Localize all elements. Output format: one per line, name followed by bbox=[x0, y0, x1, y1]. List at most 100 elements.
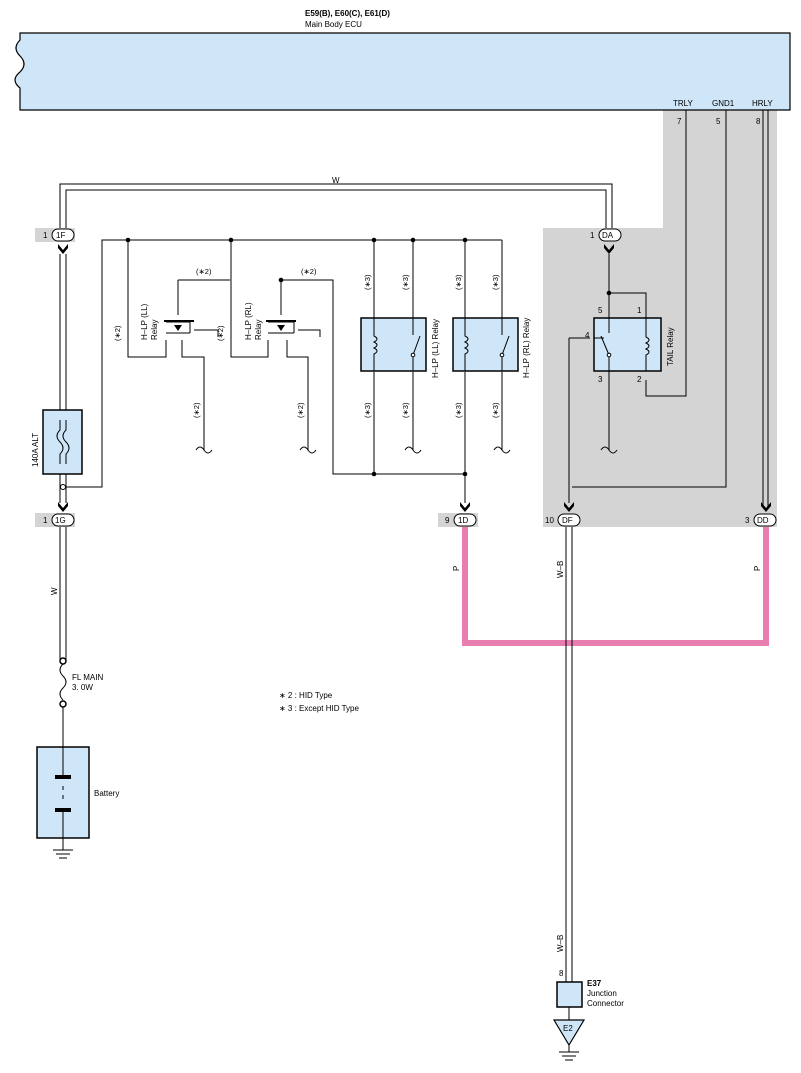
note-hlp-ll-c: (∗3) bbox=[363, 402, 372, 418]
wire-wb2-color: W–B bbox=[556, 935, 565, 952]
junction-label-1: Junction bbox=[587, 989, 617, 998]
connector-1f-pin: 1 bbox=[43, 231, 48, 240]
tail-pin-4: 4 bbox=[585, 331, 590, 340]
connector-df-pin: 10 bbox=[545, 516, 554, 525]
wire-top-w-a bbox=[59, 183, 613, 228]
hlp-rl-open-end bbox=[493, 446, 511, 454]
tail-relay-label: TAIL Relay bbox=[666, 327, 675, 366]
tail-relay-internal bbox=[594, 318, 650, 371]
ground-e2-label: E2 bbox=[563, 1024, 573, 1033]
note-hid-ll-top: (∗2) bbox=[196, 267, 212, 276]
connector-1g-pin: 1 bbox=[43, 516, 48, 525]
alt-fuse-label: 140A ALT bbox=[31, 433, 40, 467]
ecu-name-label: Main Body ECU bbox=[305, 20, 362, 29]
wire-pink bbox=[462, 527, 769, 646]
connector-1d-id: 1D bbox=[458, 516, 468, 525]
connector-1d-arrow bbox=[460, 502, 470, 512]
hid-ll-label-1: H–LP (LL) bbox=[140, 303, 149, 340]
hid-rl-node bbox=[278, 277, 284, 283]
hlp-ll-relay-box bbox=[360, 317, 427, 372]
junction-connector-box bbox=[556, 981, 583, 1008]
note-hlp-rl-a: (∗3) bbox=[454, 274, 463, 290]
connector-1g-arrow bbox=[58, 502, 68, 512]
wire-p2-color: P bbox=[753, 566, 762, 571]
tail-pin-1: 1 bbox=[637, 306, 642, 315]
legend-hid-type: ∗ 2 : HID Type bbox=[279, 691, 333, 700]
ecu-pin-trly-name: TRLY bbox=[673, 99, 694, 108]
wire-top-color: W bbox=[332, 176, 340, 185]
junction-pin: 8 bbox=[559, 969, 564, 978]
connector-1d-pin: 9 bbox=[445, 516, 450, 525]
note-hid-rl-top: (∗2) bbox=[301, 267, 317, 276]
alt-fuse-box bbox=[42, 409, 83, 475]
hlp-rl-relay-contact-node bbox=[499, 352, 505, 358]
tail-node bbox=[606, 290, 612, 296]
note-hlp-rl-d: (∗3) bbox=[491, 402, 500, 418]
note-hid-rl-below: (∗2) bbox=[296, 402, 305, 418]
connector-1f-arrow bbox=[58, 244, 68, 254]
hlp-ll-relay-contact-node bbox=[410, 352, 416, 358]
fl-main-element bbox=[59, 663, 67, 701]
wire-fuse-to-bus bbox=[66, 239, 502, 488]
connector-da-oval bbox=[598, 228, 622, 242]
note-hid-rl-side: (∗2) bbox=[216, 325, 225, 341]
wire-tail-relay bbox=[568, 254, 647, 503]
ecu-pin-hrly-name: HRLY bbox=[752, 99, 773, 108]
wire-top-w-b bbox=[65, 189, 607, 228]
note-hid-ll-below: (∗2) bbox=[192, 402, 201, 418]
wire-hlp-ll-relay bbox=[373, 240, 414, 474]
note-hlp-rl-c: (∗3) bbox=[454, 402, 463, 418]
battery-plate-bottom bbox=[55, 808, 71, 812]
connector-da-arrow bbox=[604, 244, 614, 254]
wire-hlp-rl-relay bbox=[464, 240, 503, 503]
connector-dd-pin: 3 bbox=[745, 516, 750, 525]
junction-id: E37 bbox=[587, 979, 602, 988]
wire-gnd1 bbox=[572, 110, 727, 488]
hid-rl-open-end bbox=[299, 446, 317, 454]
fl-main-bottom-node bbox=[59, 700, 67, 708]
wire-left-color: W bbox=[50, 587, 59, 595]
connector-1g-id: 1G bbox=[55, 516, 66, 525]
connector-dd-id: DD bbox=[757, 516, 769, 525]
wire-p1-color: P bbox=[452, 566, 461, 571]
hlp-rl-relay-label: H–LP (RL) Relay bbox=[522, 318, 531, 378]
connector-da-id: DA bbox=[602, 231, 614, 240]
connector-df-id: DF bbox=[562, 516, 573, 525]
bus-bottom-node bbox=[462, 471, 468, 477]
connector-1g-oval bbox=[51, 513, 75, 527]
hlp-rl-relay-box bbox=[452, 317, 519, 372]
tail-contact-node bbox=[606, 352, 612, 358]
main-body-ecu-box bbox=[14, 32, 791, 111]
fl-main-label-1: FL MAIN bbox=[72, 673, 103, 682]
connector-1f-id: 1F bbox=[56, 231, 65, 240]
hlp-ll-relay-label: H–LP (LL) Relay bbox=[431, 319, 440, 378]
wire-wb1-color: W–B bbox=[556, 561, 565, 578]
hid-ll-contact-bar bbox=[164, 320, 194, 322]
junction-label-2: Connector bbox=[587, 999, 624, 1008]
hid-rl-label-2: Relay bbox=[254, 320, 263, 340]
connector-df-arrow bbox=[564, 502, 574, 512]
hlp-ll-relay-coil bbox=[372, 318, 421, 371]
tail-pin-2: 2 bbox=[637, 375, 642, 384]
note-hid-ll-side: (∗2) bbox=[113, 325, 122, 341]
fl-main-label-2: 3. 0W bbox=[72, 683, 93, 692]
connector-df-oval bbox=[557, 513, 581, 527]
connector-1d-oval bbox=[453, 513, 477, 527]
ground-e2-triangle bbox=[552, 1019, 586, 1047]
ground-icon bbox=[559, 1045, 579, 1061]
note-hlp-ll-a: (∗3) bbox=[363, 274, 372, 290]
ecu-pin-8: 8 bbox=[756, 117, 761, 126]
hid-ll-open-end bbox=[195, 446, 213, 454]
tail-relay-box bbox=[593, 317, 662, 372]
alt-fuse-element bbox=[56, 420, 70, 464]
note-hlp-ll-d: (∗3) bbox=[401, 402, 410, 418]
battery-ground-icon bbox=[53, 838, 73, 859]
hid-rl-diode bbox=[277, 325, 285, 331]
battery-label: Battery bbox=[94, 789, 119, 798]
ecu-pin-5: 5 bbox=[716, 117, 721, 126]
connector-1f-oval bbox=[51, 228, 75, 242]
hid-rl-label-1: H–LP (RL) bbox=[244, 302, 253, 340]
hid-ll-diode bbox=[174, 325, 182, 331]
hlp-ll-open-end bbox=[404, 446, 422, 454]
